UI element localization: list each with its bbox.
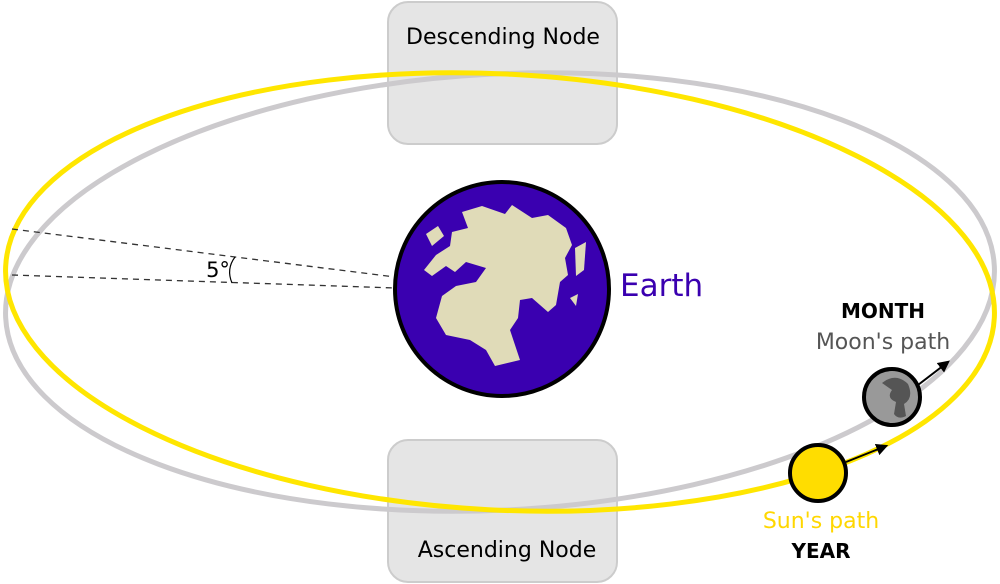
angle-arc <box>229 256 236 284</box>
sun-orbit-path <box>3 70 997 514</box>
sun-direction-arrow <box>845 443 889 463</box>
sun-path-label: Sun's path <box>763 509 879 534</box>
moon <box>862 367 922 427</box>
sun-title: YEAR <box>790 539 850 563</box>
ascending-node-label: Ascending Node <box>418 538 596 563</box>
moon-path-label: Moon's path <box>816 330 950 355</box>
moon-plane-line <box>11 228 396 278</box>
sun <box>788 443 848 503</box>
earth <box>393 180 611 398</box>
earth-label: Earth <box>620 268 703 304</box>
earth-land <box>424 205 572 366</box>
moon-direction-arrow <box>917 360 950 386</box>
moon-title: MONTH <box>841 299 925 323</box>
angle-label: 5° <box>206 258 230 282</box>
descending-node-label: Descending Node <box>406 25 600 50</box>
ecliptic-plane-line <box>11 274 396 289</box>
